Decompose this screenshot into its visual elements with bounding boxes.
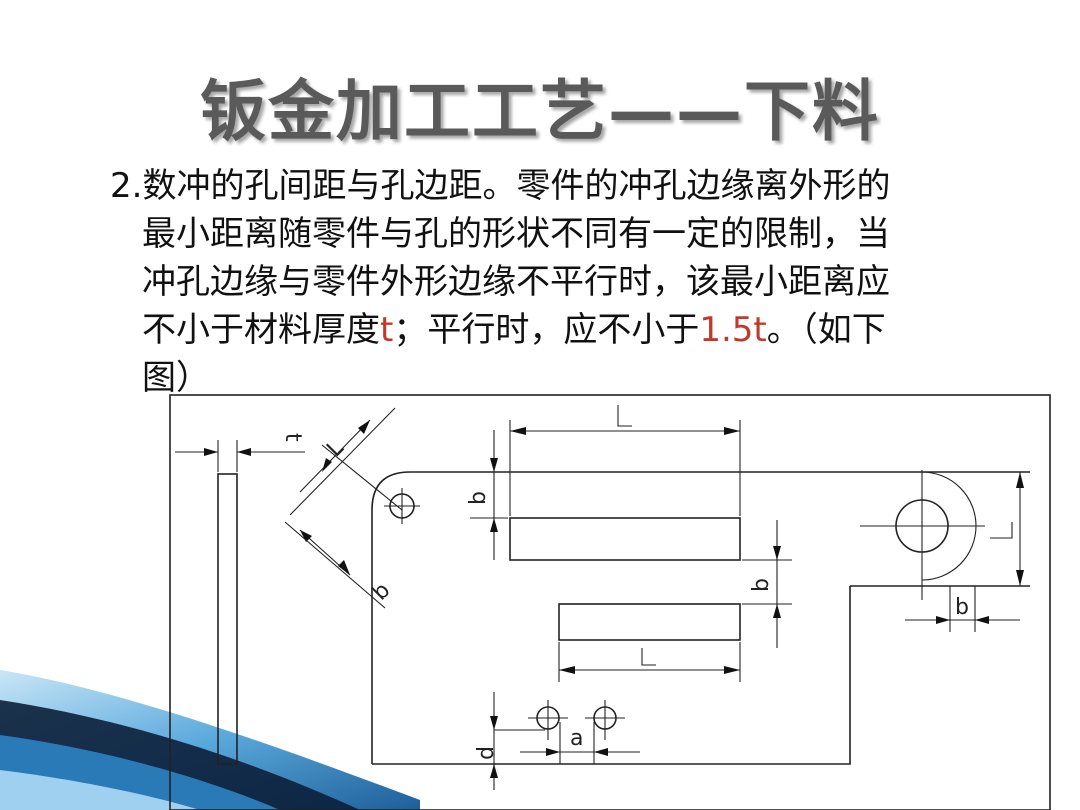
sheet-thickness-strip [217, 473, 238, 765]
part-outline [371, 471, 1030, 765]
label-b-mid: b [749, 578, 774, 592]
slot-top-edge-dimension: b [466, 430, 508, 560]
list-number: 2. [110, 166, 143, 206]
slot-top-length-dimension [509, 405, 741, 516]
corner-hole [384, 488, 420, 524]
label-t: t [280, 433, 305, 442]
label-d: d [474, 746, 499, 760]
paragraph-line-5: 图） [142, 358, 210, 398]
paragraph-line-4: 不小于材料厚度t；平行时，应不小于1.5t。（如下 [110, 306, 1020, 354]
min-distance-value: 1.5t [699, 310, 767, 350]
slot-spacing-dimension: b [742, 520, 792, 648]
paragraph-line-1-text: 数冲的孔间距与孔边距。零件的冲孔边缘离外形的 [142, 166, 891, 206]
label-a: a [570, 726, 583, 751]
paragraph-line-1: 2.数冲的孔间距与孔边距。零件的冲孔边缘离外形的 [110, 162, 1020, 210]
slot-bottom-length-dimension [558, 642, 741, 682]
thickness-symbol: t [380, 310, 394, 350]
line4-part-a: 不小于材料厚度 [142, 310, 380, 350]
right-edge-dimension [985, 472, 1030, 587]
paragraph-line-2: 最小距离随零件与孔的形状不同有一定的限制，当 [142, 214, 890, 254]
label-b-right: b [955, 595, 969, 620]
slot-top [509, 517, 741, 561]
thickness-dimension: t [175, 433, 305, 472]
bottom-holes [528, 700, 625, 740]
right-hole [860, 470, 985, 600]
body-paragraph: 2.数冲的孔间距与孔边距。零件的冲孔边缘离外形的 最小距离随零件与孔的形状不同有… [110, 162, 1020, 402]
hole-edge-d-dimension: d [474, 692, 545, 790]
slide-title: 钣金加工工艺——下料 [200, 73, 880, 150]
line4-part-b: ；平行时，应不小于 [393, 310, 700, 350]
paragraph-line-3: 冲孔边缘与零件外形边缘不平行时，该最小距离应 [142, 262, 890, 302]
right-b-dimension: b [905, 586, 1020, 632]
hole-spacing-a-dimension: a [520, 722, 640, 764]
slot-bottom [558, 603, 741, 641]
label-b-left: b [466, 491, 491, 505]
line4-part-c: 。（如下 [766, 310, 886, 350]
